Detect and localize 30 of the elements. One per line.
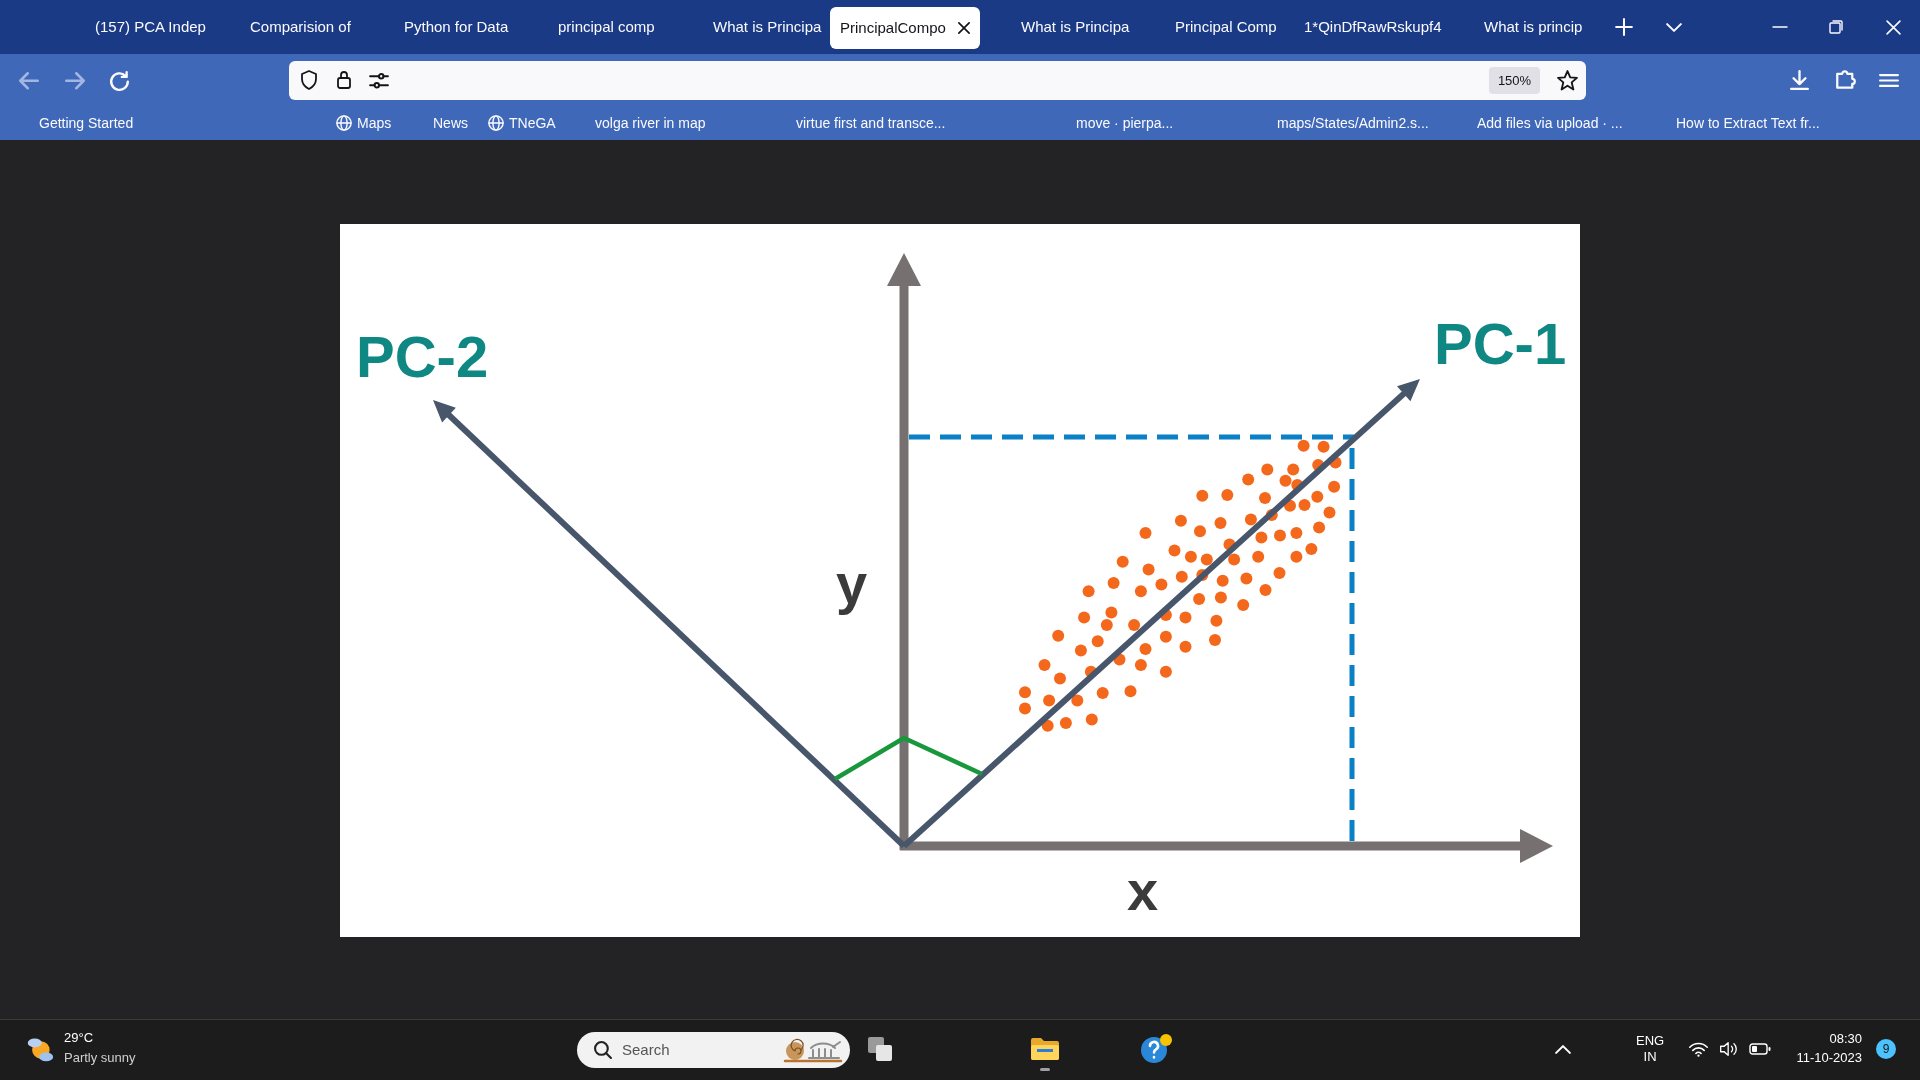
- zoom-level-button: 150%: [1489, 67, 1540, 94]
- bookmark-link: News: [433, 114, 468, 132]
- bookmark-link: TNeGA: [488, 114, 556, 132]
- tab-title: What is Principa: [1021, 18, 1130, 36]
- clock-date: 11-10-2023: [1796, 1050, 1862, 1066]
- bookmark-link: virtue first and transce...: [796, 114, 946, 132]
- bookmark-link: maps/States/Admin2.s...: [1277, 114, 1429, 132]
- axis-label: x: [1127, 863, 1159, 919]
- tab-title: principal comp: [558, 18, 655, 36]
- axis-label: PC-2: [356, 328, 489, 386]
- tab-title: (157) PCA Indep: [95, 18, 206, 36]
- bookmark-link: move · pierpa...: [1076, 114, 1174, 132]
- tab-title: Python for Data: [404, 18, 509, 36]
- bookmark-link: Add files via upload · ...: [1477, 114, 1623, 132]
- tab-title: 1*QinDfRawRskupf4: [1304, 18, 1442, 36]
- clock-time: 08:30: [1829, 1031, 1862, 1047]
- bookmark-link: How to Extract Text fr...: [1676, 114, 1820, 132]
- temperature-text: 29°C: [64, 1030, 94, 1046]
- bookmark-link: Maps: [336, 114, 392, 132]
- tab-title: What is princip: [1484, 18, 1583, 36]
- language-indicator: ENG IN: [1636, 1033, 1665, 1065]
- tab-title: Comparision of: [250, 18, 351, 36]
- tab-title: What is Principa: [713, 18, 822, 36]
- axis-label: PC-1: [1434, 315, 1567, 373]
- tab-title: Principal Comp: [1175, 18, 1277, 36]
- bookmark-link: volga river in map: [595, 114, 706, 132]
- bookmark-link: Getting Started: [39, 114, 134, 132]
- weather-text: Partly sunny: [64, 1050, 136, 1066]
- search-field: Search: [577, 1032, 850, 1068]
- browser-tab: PrincipalCompo: [830, 7, 980, 49]
